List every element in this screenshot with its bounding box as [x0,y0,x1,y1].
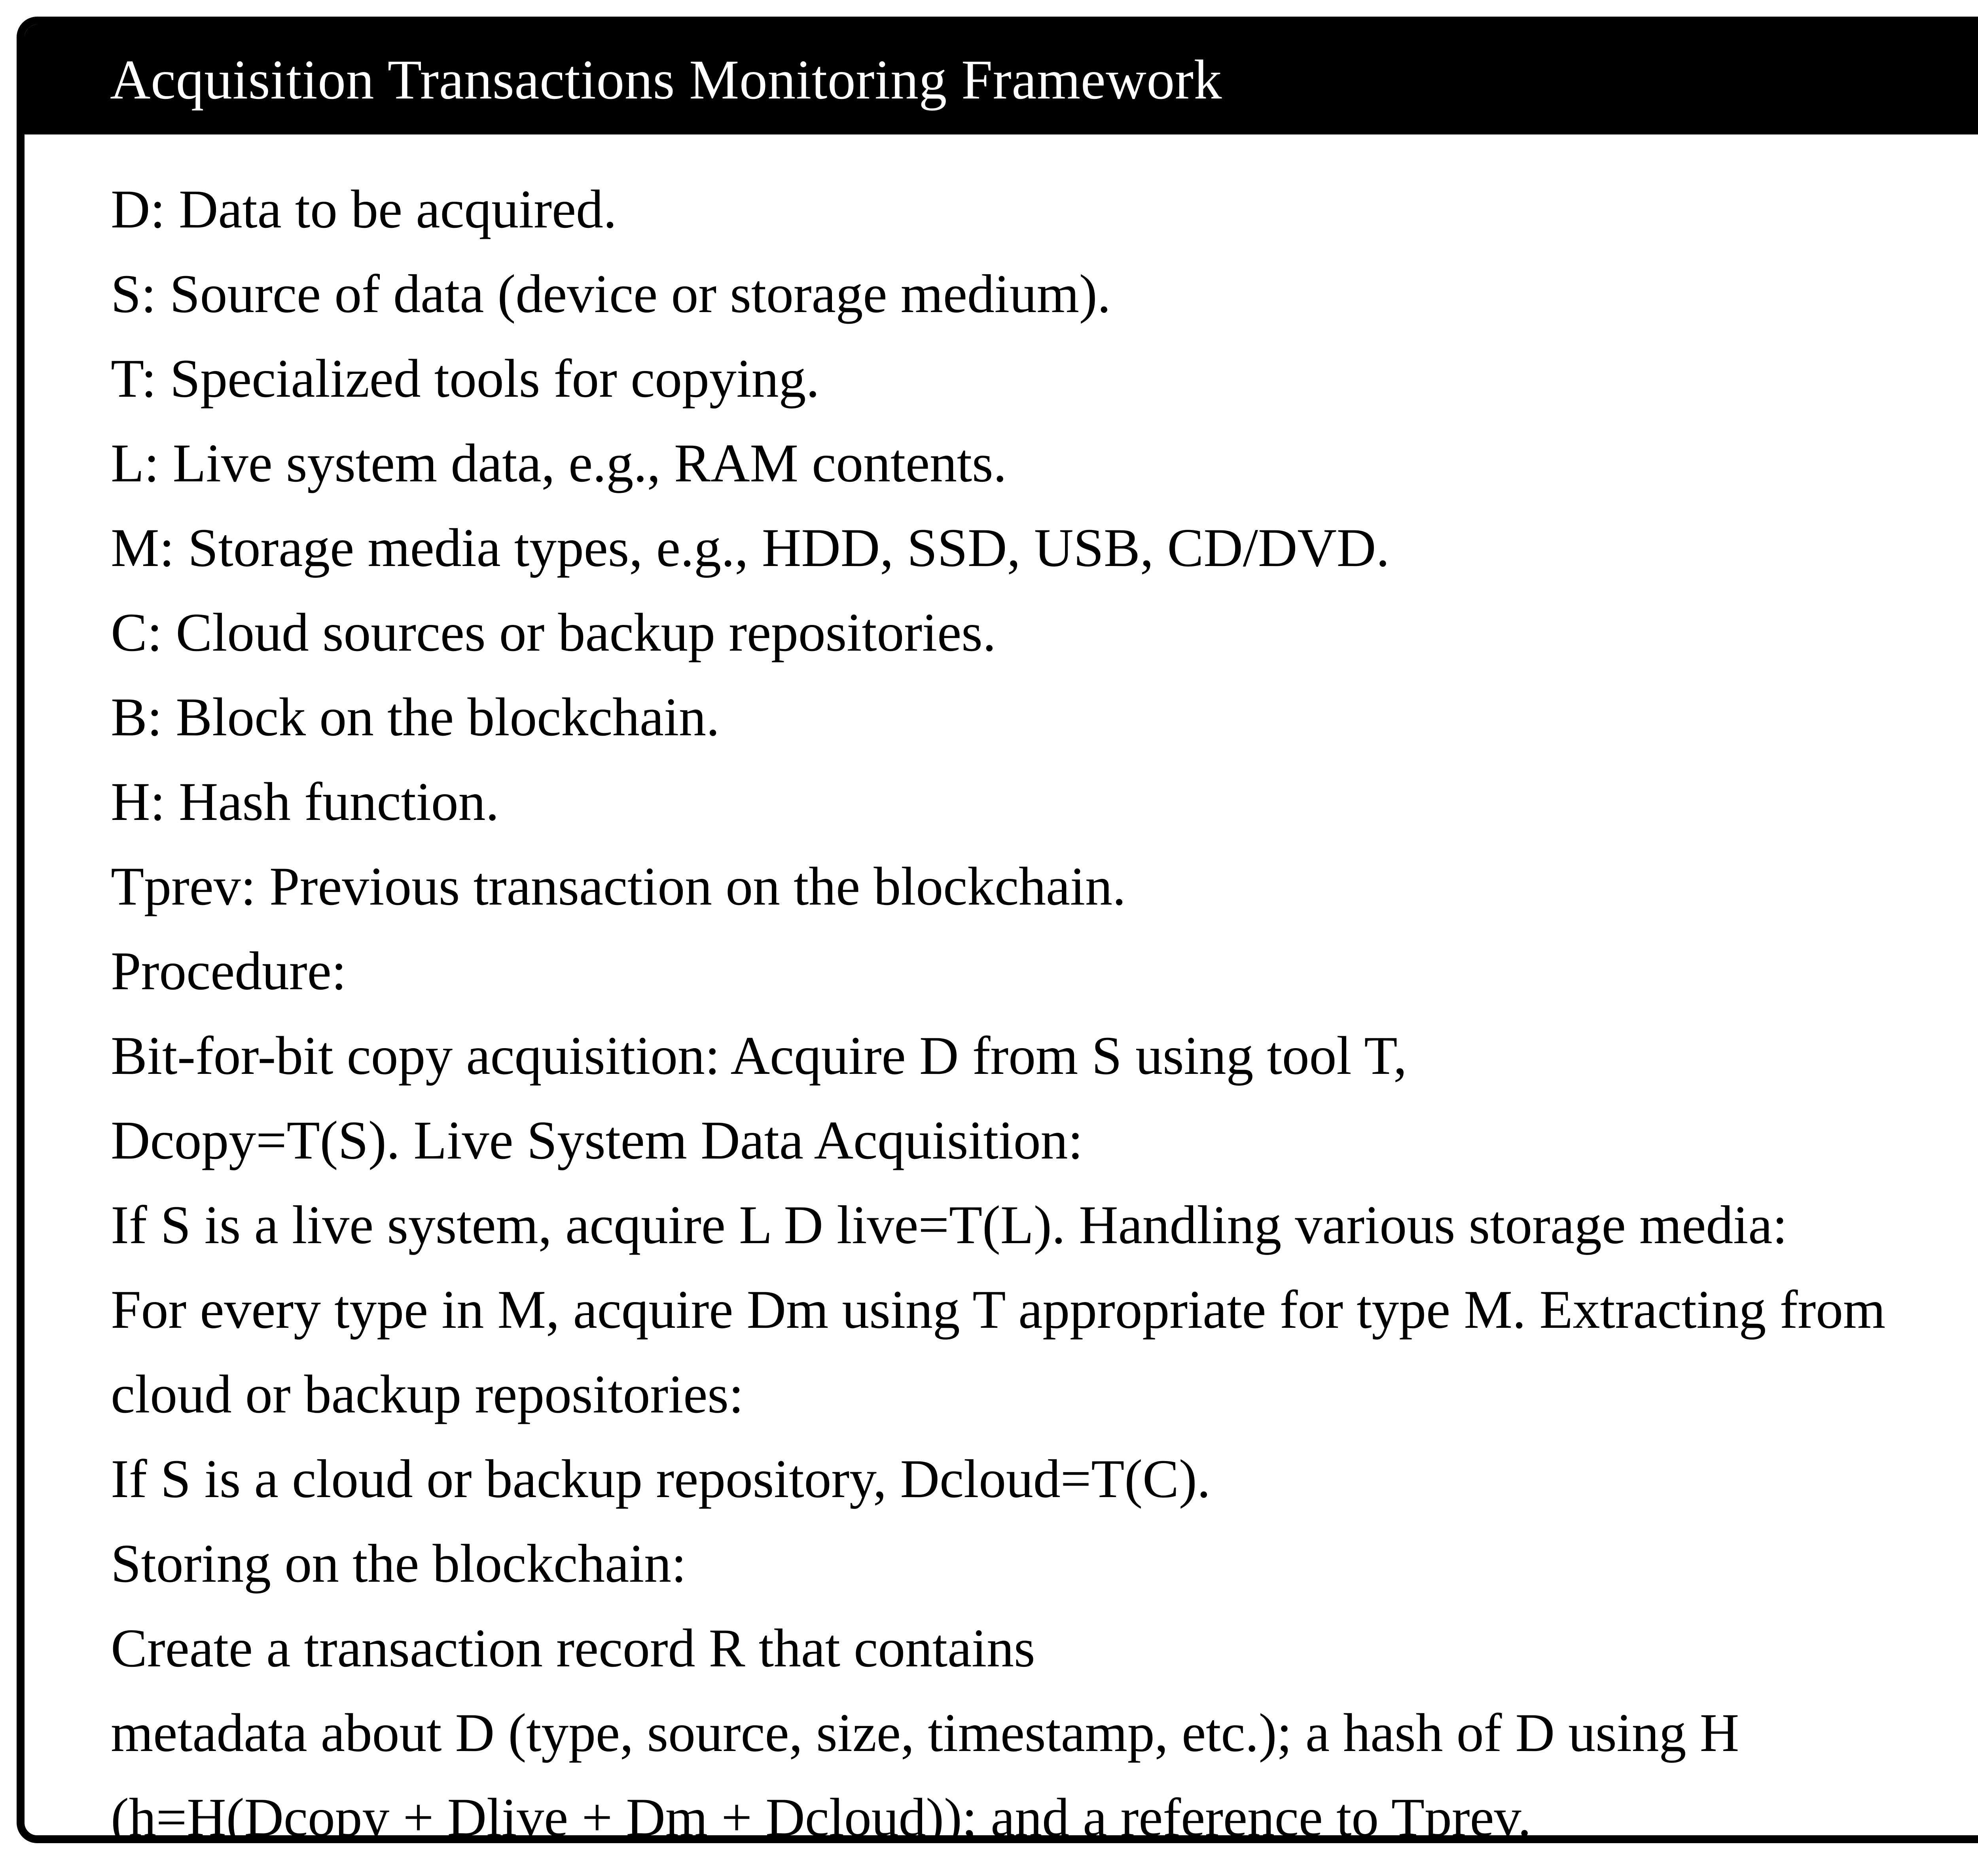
framework-line: If S is a cloud or backup repository, Dc… [111,1448,1211,1509]
framework-line: (h=H(Dcopy + Dlive + Dm + Dcloud)); and … [111,1787,1531,1843]
framework-line: C: Cloud sources or backup repositories. [111,602,996,663]
framework-line: Create a transaction record R that conta… [111,1618,1035,1678]
framework-line: Dcopy=T(S). Live System Data Acquisition… [111,1110,1083,1170]
framework-line: For every type in M, acquire Dm using T … [111,1279,1885,1340]
framework-line: cloud or backup repositories: [111,1364,744,1424]
framework-body: D: Data to be acquired. S: Source of dat… [25,134,1978,1835]
framework-line: Bit-for-bit copy acquisition: Acquire D … [111,1025,1407,1086]
framework-line: H: Hash function. [111,771,499,832]
framework-line: Tprev: Previous transaction on the block… [111,856,1126,916]
framework-line: B: Block on the blockchain. [111,687,720,747]
framework-header-bar: Acquisition Transactions Monitoring Fram… [25,25,1978,134]
framework-line: D: Data to be acquired. [111,179,617,239]
framework-line: L: Live system data, e.g., RAM contents. [111,433,1007,493]
framework-line: Procedure: [111,941,347,1001]
framework-line: If S is a live system, acquire L D live=… [111,1195,1788,1255]
framework-line: S: Source of data (device or storage med… [111,263,1111,324]
framework-title: Acquisition Transactions Monitoring Fram… [110,48,1222,111]
framework-box: Acquisition Transactions Monitoring Fram… [17,17,1978,1843]
framework-line: T: Specialized tools for copying. [111,348,820,409]
framework-line: M: Storage media types, e.g., HDD, SSD, … [111,517,1390,578]
framework-line: metadata about D (type, source, size, ti… [111,1702,1739,1763]
framework-line: Storing on the blockchain: [111,1533,687,1594]
